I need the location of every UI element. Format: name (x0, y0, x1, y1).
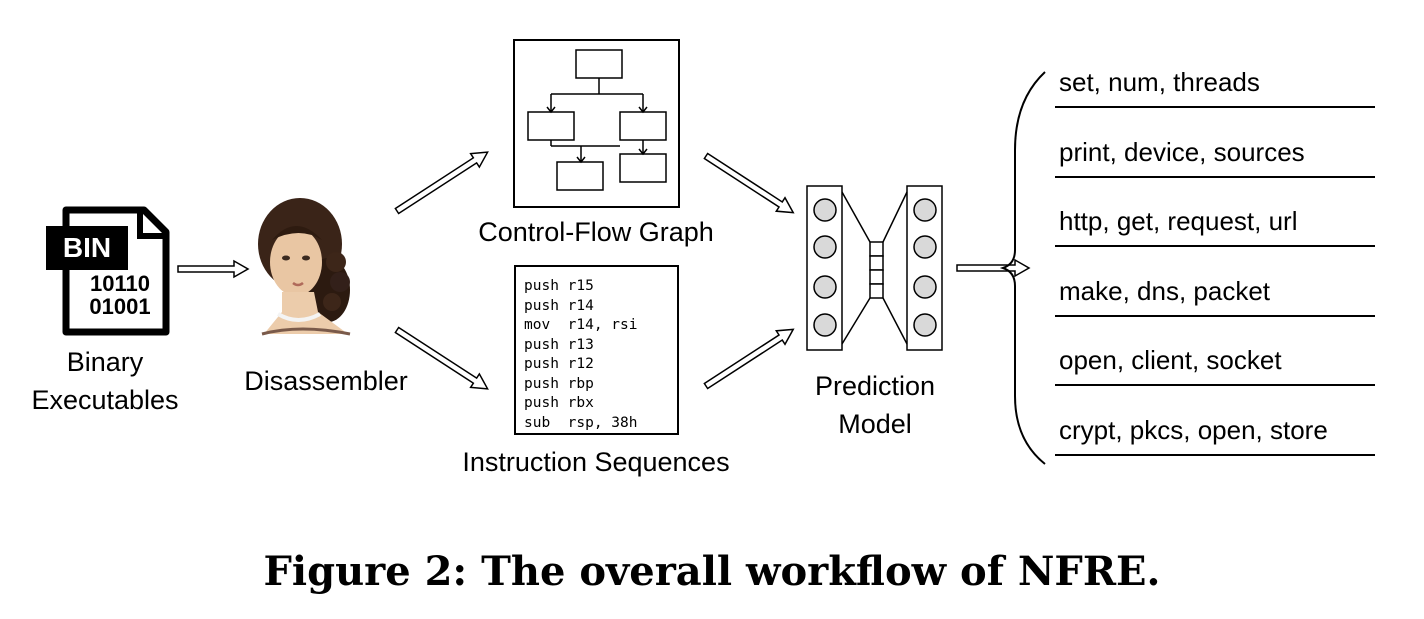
arrow-instructions-to-model (703, 328, 795, 390)
instruction-line: sub rsp, 38h (524, 414, 638, 431)
arrow-cfg-to-model (703, 152, 795, 214)
binary-label-line2: Executables (31, 385, 179, 415)
output-name-item: print, device, sources (1055, 130, 1375, 178)
arrow-bin-to-disassembler (177, 259, 250, 279)
binary-label-line1: Binary (66, 347, 144, 377)
model-label-line2: Model (838, 409, 912, 439)
disassembler-label: Disassembler (244, 366, 408, 396)
output-name-item: make, dns, packet (1055, 269, 1375, 317)
output-name-item: http, get, request, url (1055, 199, 1375, 247)
output-name-text: make, dns, packet (1059, 276, 1270, 306)
output-name-item: open, client, socket (1055, 338, 1375, 386)
output-name-text: open, client, socket (1059, 345, 1282, 375)
output-name-item: set, num, threads (1055, 60, 1375, 108)
instruction-line: push r13 (524, 336, 594, 353)
cfg-label: Control-Flow Graph (478, 217, 714, 247)
instruction-line: mov r14, rsi (524, 317, 638, 333)
bin-bits-line2: 01001 (89, 294, 151, 319)
binary-file-icon (46, 206, 170, 336)
arrow-disassembler-to-cfg (394, 151, 489, 215)
arrow-model-to-outputs (956, 258, 1031, 278)
output-brace (999, 71, 1046, 465)
instructions-label: Instruction Sequences (462, 447, 730, 477)
instruction-line: push r14 (524, 297, 594, 314)
model-label-line1: Prediction (814, 371, 936, 401)
instruction-sequence-box: push r15 push r14 mov r14, rsi push r13 … (514, 265, 679, 435)
arrow-disassembler-to-instructions (394, 326, 489, 390)
flow-arrows (177, 151, 1031, 390)
output-name-text: set, num, threads (1059, 67, 1260, 97)
figure-caption: Figure 2: The overall workflow of NFRE. (263, 548, 1161, 595)
control-flow-graph-box (513, 39, 680, 208)
prediction-model-network (806, 185, 943, 351)
output-name-text: print, device, sources (1059, 137, 1305, 167)
instruction-line: push r12 (524, 356, 594, 372)
output-name-item: crypt, pkcs, open, store (1055, 408, 1375, 456)
instruction-line: push rbp (524, 375, 594, 392)
bin-badge-text: BIN (62, 232, 112, 263)
disassembler-portrait-image (258, 198, 351, 336)
instruction-line: push r15 (524, 278, 594, 294)
instruction-line: push rbx (524, 395, 594, 411)
output-name-text: crypt, pkcs, open, store (1059, 415, 1328, 445)
bin-bits-line1: 10110 (90, 271, 150, 296)
output-name-text: http, get, request, url (1059, 206, 1298, 236)
